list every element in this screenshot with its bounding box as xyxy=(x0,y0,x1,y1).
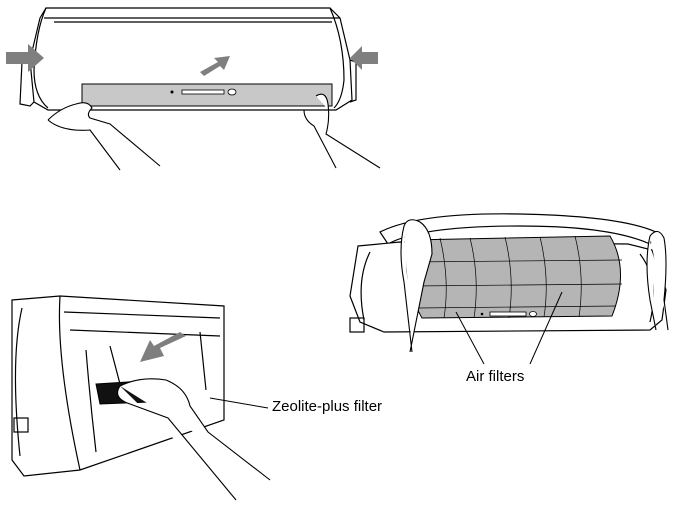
arrow-left-icon xyxy=(350,46,378,70)
filter-grid xyxy=(411,235,623,319)
display-slot-right xyxy=(489,311,527,317)
display-sensor xyxy=(227,88,237,96)
label-zeolite-filter: Zeolite-plus filter xyxy=(272,398,383,415)
label-air-filters: Air filters xyxy=(466,368,525,385)
hands-right xyxy=(400,219,669,353)
arrow-right-icon xyxy=(6,44,44,72)
panel-strip xyxy=(81,83,333,107)
hand-bottom xyxy=(117,378,271,501)
air-filter-mesh xyxy=(406,235,621,319)
leader-air-filter-2 xyxy=(529,291,563,365)
leader-zeolite xyxy=(209,397,269,409)
display-slot xyxy=(181,89,225,95)
leader-air-filter-1 xyxy=(455,311,485,365)
arrow-up-icon xyxy=(200,56,230,76)
arrow-insert-icon xyxy=(140,332,186,362)
hands-top xyxy=(47,93,381,171)
